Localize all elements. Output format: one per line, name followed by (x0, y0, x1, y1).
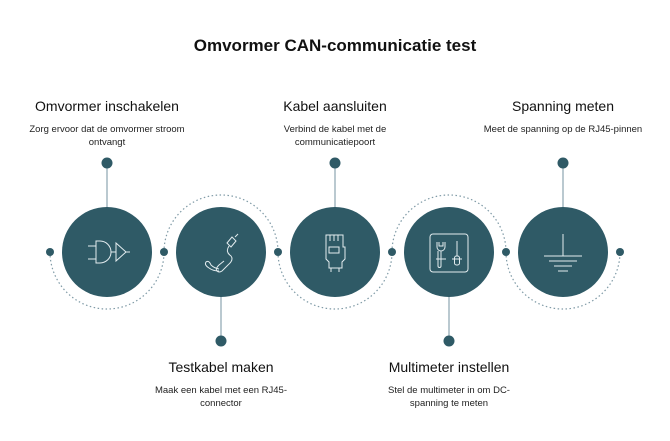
step-5-description: Meet de spanning op de RJ45-pinnen (483, 124, 643, 135)
tools-icon (429, 233, 469, 273)
cable-icon (204, 233, 239, 273)
step-2-title: Testkabel maken (168, 359, 274, 375)
rj45-connector-icon (325, 234, 346, 272)
step-1-circle (62, 207, 152, 297)
arc-2 (163, 194, 279, 253)
dotted-arcs (49, 194, 621, 310)
arc-4 (391, 194, 507, 253)
step-2-description: Maak een kabel met een RJ45-connector (154, 385, 288, 409)
logic-gate-icon (88, 240, 130, 264)
step-4-circle (404, 207, 494, 297)
step-4-description: Stel de multimeter in om DC-spanning te … (388, 385, 510, 409)
step-3-circle (290, 207, 380, 297)
step-1-description: Zorg ervoor dat de omvormer stroom ontva… (29, 124, 185, 148)
step-2-circle (176, 207, 266, 297)
diagram-title: Omvormer CAN-communicatie test (193, 36, 477, 55)
step-4-title: Multimeter instellen (388, 359, 510, 375)
arc-3 (277, 251, 393, 310)
step-1-title: Omvormer inschakelen (35, 98, 179, 114)
step-circles (62, 207, 608, 297)
connector-lines (106, 163, 564, 341)
dots (46, 157, 624, 347)
step-3-title: Kabel aansluiten (283, 98, 387, 114)
ground-icon (544, 234, 582, 272)
step-3-description: Verbind de kabel met de communicatiepoor… (283, 124, 387, 148)
arc-5 (505, 251, 621, 310)
arc-1 (49, 251, 165, 310)
step-5-title: Spanning meten (512, 98, 614, 114)
